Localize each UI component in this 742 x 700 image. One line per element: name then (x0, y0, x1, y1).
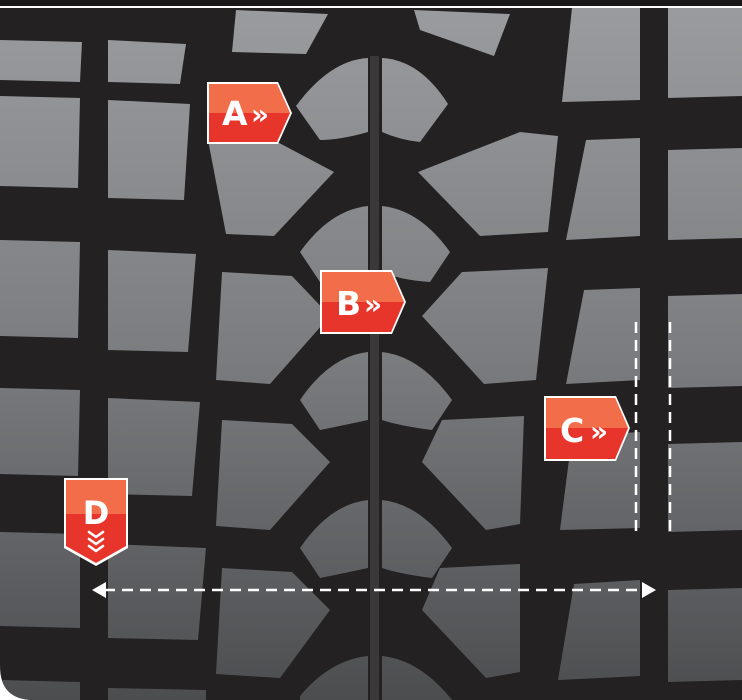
top-border (0, 0, 742, 6)
marker-a: A » (207, 82, 292, 144)
marker-b: B » (320, 270, 406, 334)
marker-c-letter: C (560, 411, 584, 450)
marker-c: C » (544, 396, 630, 461)
marker-d: D (64, 478, 128, 566)
marker-a-arrow-icon: » (251, 98, 269, 131)
marker-c-arrow-icon: » (590, 415, 608, 448)
marker-a-letter: A (222, 94, 248, 133)
marker-b-arrow-icon: » (364, 288, 382, 321)
marker-b-letter: B (336, 284, 361, 323)
marker-d-letter: D (83, 494, 110, 532)
center-sipe (370, 56, 379, 700)
